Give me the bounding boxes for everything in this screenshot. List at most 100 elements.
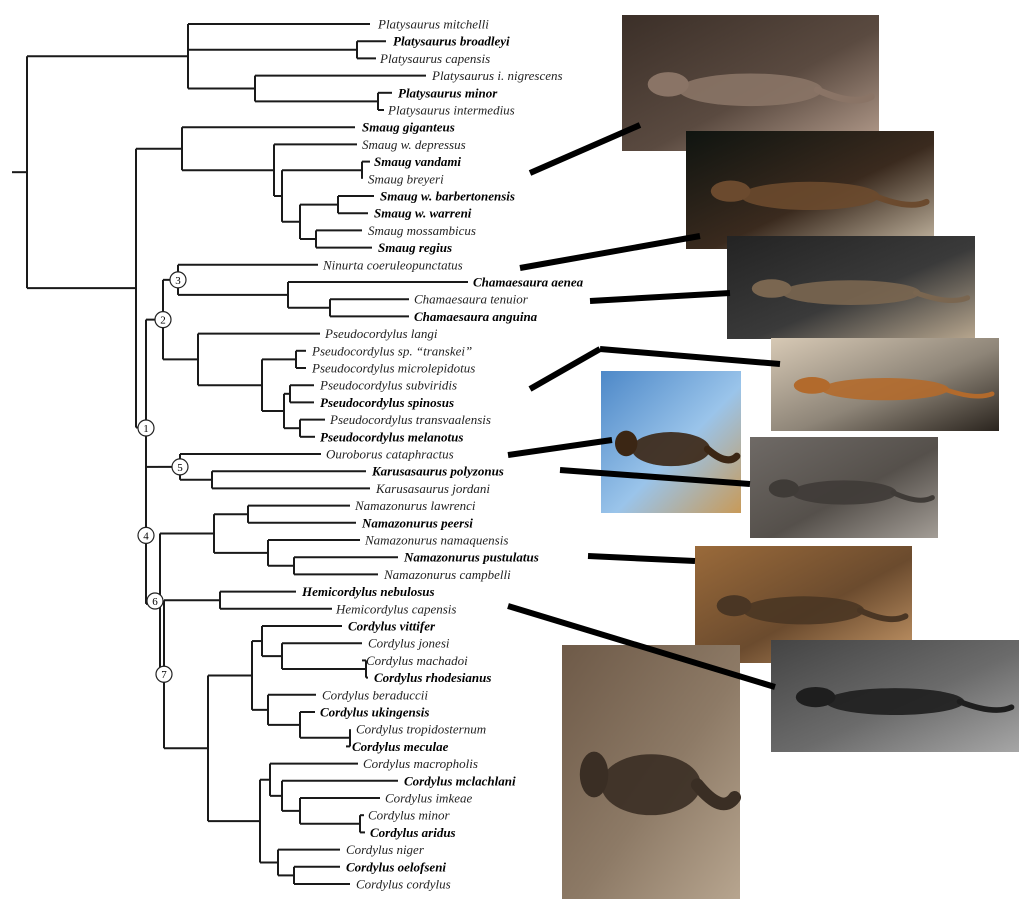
taxon-label: Cordylus mclachlani	[404, 773, 516, 788]
taxon-label: Smaug giganteus	[362, 120, 455, 135]
lizard-photo	[601, 371, 741, 513]
taxon-label: Karusasaurus polyzonus	[371, 464, 504, 479]
node-6-marker	[146, 592, 164, 610]
lizard-tail	[856, 607, 909, 623]
lizard-body	[601, 754, 701, 816]
pointer-line	[587, 553, 696, 564]
lizard-photo	[727, 236, 975, 339]
taxon-label: Namazonurus namaquensis	[364, 533, 508, 548]
lizard-head	[751, 279, 792, 298]
taxon-label: Pseudocordylus sp. “transkei”	[311, 343, 472, 358]
taxon-label: Chamaesaura tenuior	[414, 292, 529, 307]
taxon-label: Cordylus machadoi	[366, 653, 468, 668]
lizard-tail	[813, 86, 875, 104]
taxon-label: Cordylus macropholis	[363, 756, 478, 771]
taxon-label: Cordylus niger	[346, 842, 425, 857]
taxon-label: Pseudocordylus transvaalensis	[329, 412, 491, 427]
taxon-label: Pseudocordylus melanotus	[320, 429, 463, 444]
taxon-label: Karusasaurus jordani	[375, 481, 490, 496]
node-4-marker	[137, 526, 155, 544]
lizard-tail	[890, 490, 935, 503]
lizard-tail	[912, 290, 971, 304]
taxon-label: Smaug breyeri	[368, 171, 444, 186]
taxon-label: Cordylus tropidosternum	[356, 722, 486, 737]
lizard-tail	[690, 778, 742, 811]
lizard-head	[615, 430, 638, 457]
taxon-label: Cordylus imkeae	[385, 791, 472, 806]
taxon-label: Hemicordylus capensis	[335, 601, 456, 616]
lizard-photo	[771, 338, 999, 431]
taxon-label: Pseudocordylus subviridis	[319, 378, 457, 393]
lizard-body	[825, 688, 965, 716]
lizard-photo	[750, 437, 938, 538]
taxon-label: Platysaurus minor	[398, 85, 498, 100]
node-5-marker	[171, 458, 189, 476]
taxon-label: Cordylus rhodesianus	[374, 670, 491, 685]
taxon-label: Smaug mossambicus	[368, 223, 476, 238]
taxon-label: Cordylus jonesi	[368, 636, 450, 651]
lizard-photo	[686, 131, 934, 249]
pointer-line	[528, 122, 642, 176]
tree-branches	[12, 23, 468, 885]
node-7-label: 7	[161, 669, 167, 681]
taxon-label: Cordylus vittifer	[348, 619, 436, 634]
taxon-label: Cordylus cordylus	[356, 877, 451, 892]
taxon-label: Platysaurus intermedius	[387, 103, 515, 118]
lizard-tail	[941, 386, 995, 399]
lizard-head	[647, 72, 689, 97]
pointer-line	[589, 290, 731, 304]
taxon-label: Smaug vandami	[374, 154, 461, 169]
taxon-label: Platysaurus capensis	[379, 51, 490, 66]
lizard-photos	[562, 15, 1019, 899]
node-7-marker	[155, 665, 173, 683]
lizard-body	[740, 181, 880, 211]
taxon-label: Pseudocordylus spinosus	[320, 395, 454, 410]
lizard-body	[821, 377, 949, 401]
lizard-head	[710, 180, 751, 202]
taxon-label: Smaug w. barbertonensis	[380, 189, 515, 204]
taxon-label: Platysaurus mitchelli	[377, 17, 489, 32]
node-1-label: 1	[143, 423, 149, 435]
node-3-marker	[169, 271, 187, 289]
taxon-label: Cordylus beraduccii	[322, 687, 428, 702]
taxon-label: Smaug w. warreni	[374, 206, 472, 221]
lizard-body	[678, 73, 823, 107]
node-2-marker	[154, 311, 172, 329]
taxon-label: Pseudocordylus microlepidotus	[311, 361, 475, 376]
taxon-label: Chamaesaura aenea	[473, 275, 584, 290]
taxon-label: Namazonurus lawrenci	[354, 498, 476, 513]
pointer-line	[528, 346, 602, 392]
lizard-body	[791, 480, 897, 505]
photo-pointer-lines	[507, 122, 781, 690]
lizard-photo	[562, 645, 742, 899]
taxon-label: Namazonurus pustulatus	[403, 550, 539, 565]
taxon-label: Platysaurus broadleyi	[393, 34, 510, 49]
lizard-body	[631, 432, 711, 467]
taxon-label: Chamaesaura anguina	[414, 309, 538, 324]
taxon-label: Cordylus minor	[368, 808, 450, 823]
pointer-line	[507, 437, 613, 458]
lizard-tail	[956, 698, 1015, 713]
lizard-tail	[871, 192, 930, 208]
pointer-line	[599, 346, 781, 367]
lizard-head	[768, 479, 799, 498]
taxon-label: Cordylus oelofseni	[346, 859, 446, 874]
lizard-head	[579, 751, 609, 798]
taxon-label: Hemicordylus nebulosus	[301, 584, 435, 599]
pointer-line	[559, 467, 751, 487]
taxon-label: Cordylus aridus	[370, 825, 456, 840]
taxon-label: Ninurta coeruleopunctatus	[322, 257, 463, 272]
taxon-label: Pseudocordylus langi	[324, 326, 438, 341]
lizard-body	[742, 596, 865, 625]
node-1-marker	[137, 419, 155, 437]
taxon-label: Cordylus meculae	[352, 739, 449, 754]
node-5-label: 5	[177, 462, 183, 474]
pointer-line	[507, 603, 776, 690]
lizard-tail	[703, 445, 741, 464]
lizard-photo	[622, 15, 879, 151]
lizard-photo	[771, 640, 1019, 752]
lizard-body	[781, 280, 921, 306]
node-4-label: 4	[143, 530, 149, 542]
lizard-head	[795, 687, 836, 708]
